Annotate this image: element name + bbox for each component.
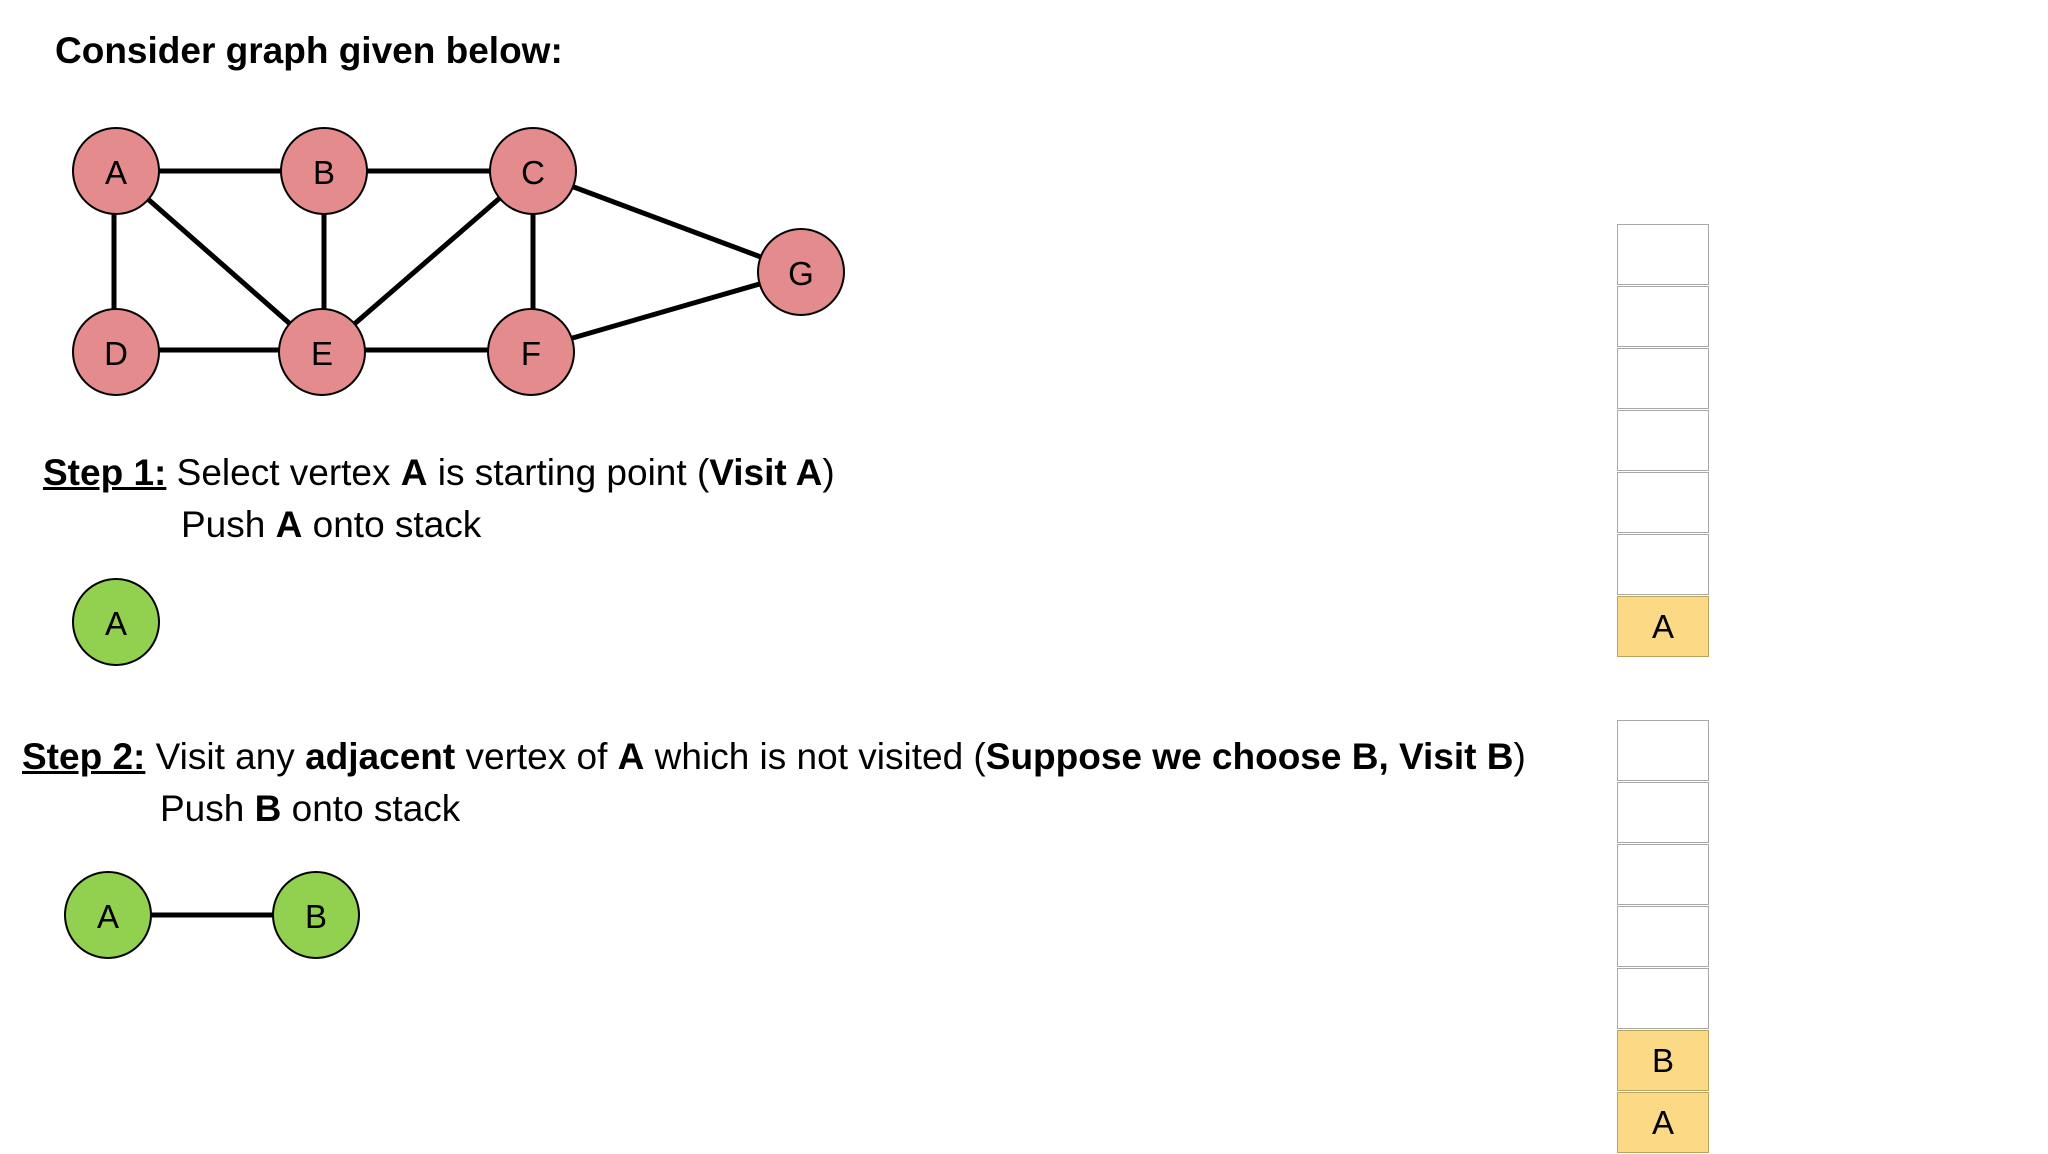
svg-text:B: B: [313, 154, 335, 191]
step2-visited-graph: A B: [64, 871, 360, 959]
stack-cell-bottom: A: [1617, 1092, 1709, 1153]
graph-node-d: D: [72, 308, 160, 396]
stack-cell: [1617, 348, 1709, 409]
graph-node-c: C: [489, 127, 577, 215]
step1-label: Step 1:: [43, 452, 167, 493]
stack-cell-top: A: [1617, 596, 1709, 657]
graph-node-a: A: [72, 127, 160, 215]
step1-node-a: A: [72, 578, 160, 666]
stack-cell-top: B: [1617, 1030, 1709, 1091]
stack-cell: [1617, 844, 1709, 905]
stack-cell: [1617, 534, 1709, 595]
svg-text:F: F: [521, 335, 541, 372]
svg-text:A: A: [105, 605, 127, 642]
edge-c-g: [530, 168, 802, 275]
svg-text:B: B: [305, 898, 327, 935]
edge-c-e: [320, 169, 533, 354]
edge-f-g: [530, 269, 802, 353]
graph-node-g: G: [757, 228, 845, 316]
stack-cell: [1617, 410, 1709, 471]
step2-label: Step 2:: [22, 736, 146, 777]
graph-edges: [111, 168, 802, 354]
step2-stack: B A: [1617, 720, 1709, 1154]
stack-cell: [1617, 906, 1709, 967]
stack-cell: [1617, 782, 1709, 843]
svg-text:D: D: [104, 335, 128, 372]
svg-text:A: A: [105, 154, 127, 191]
stack-cell: [1617, 720, 1709, 781]
svg-text:G: G: [788, 255, 814, 292]
graph-node-b: B: [280, 127, 368, 215]
step1-visited-graph: A: [72, 578, 160, 666]
svg-text:A: A: [97, 898, 119, 935]
step1-stack: A: [1617, 224, 1709, 658]
stack-cell: [1617, 286, 1709, 347]
svg-text:C: C: [521, 154, 545, 191]
step1-line1: Step 1: Select vertex A is starting poin…: [43, 452, 835, 493]
step2-line1: Step 2: Visit any adjacent vertex of A w…: [22, 736, 1526, 777]
graph-node-f: F: [487, 308, 575, 396]
svg-text:E: E: [311, 335, 333, 372]
stack-cell: [1617, 472, 1709, 533]
step1-line2: Push A onto stack: [181, 504, 482, 545]
step2-node-a: A: [64, 871, 152, 959]
page-title: Consider graph given below:: [55, 30, 563, 71]
graph-node-e: E: [278, 308, 366, 396]
step2-node-b: B: [272, 871, 360, 959]
edge-a-e: [114, 169, 324, 354]
step2-line2: Push B onto stack: [160, 788, 461, 829]
stack-cell: [1617, 968, 1709, 1029]
stack-cell: [1617, 224, 1709, 285]
graph-diagram: A B C D E F G: [72, 127, 845, 396]
